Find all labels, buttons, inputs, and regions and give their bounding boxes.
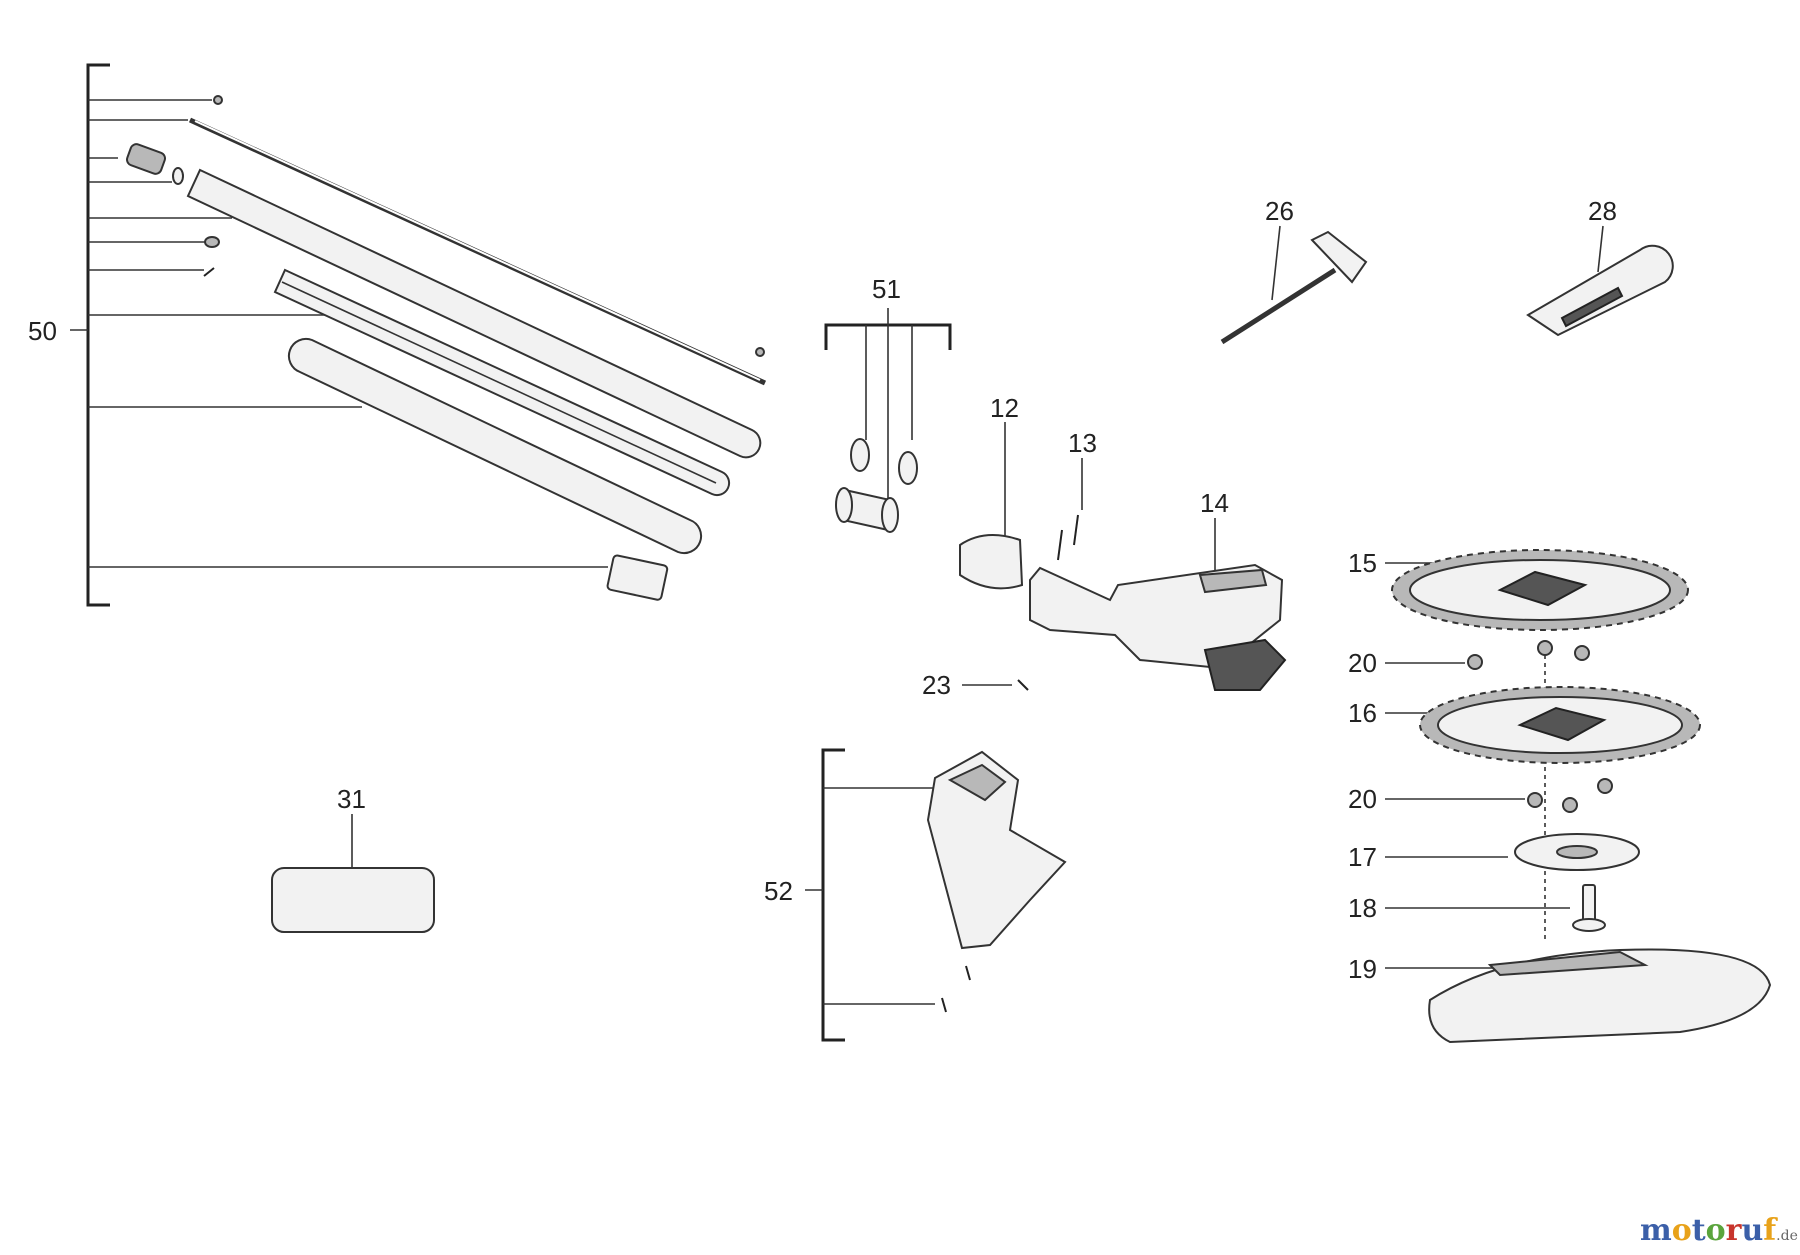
callout-14: 14 bbox=[1200, 488, 1229, 518]
callout-12: 12 bbox=[990, 393, 1019, 423]
callout-16: 16 bbox=[1348, 698, 1377, 728]
blade-stack: 15 20 16 20 17 18 19 bbox=[1348, 548, 1772, 1044]
blade-screw-part bbox=[1574, 645, 1590, 661]
nut-part bbox=[204, 236, 220, 248]
group-52: 52 bbox=[764, 748, 1067, 1042]
oring-part bbox=[898, 451, 918, 485]
screw-part bbox=[1057, 529, 1063, 561]
part-26: 26 bbox=[1220, 196, 1368, 345]
part-28: 28 bbox=[1526, 196, 1674, 337]
clamp-sleeve-part bbox=[959, 534, 1024, 590]
callout-20b: 20 bbox=[1348, 784, 1377, 814]
callout-51: 51 bbox=[872, 274, 901, 304]
callout-18: 18 bbox=[1348, 893, 1377, 923]
screw-part bbox=[965, 965, 971, 981]
watermark-letter: t bbox=[1692, 1213, 1706, 1248]
tag-part bbox=[1526, 244, 1674, 337]
screw-part bbox=[1073, 514, 1079, 546]
gear-head-assembly: 12 13 14 23 bbox=[922, 393, 1287, 700]
inner-tube-part bbox=[273, 268, 731, 497]
coupler-part bbox=[126, 143, 166, 175]
watermark-letter: u bbox=[1741, 1213, 1763, 1248]
watermark-logo: motoruf.de bbox=[1640, 1213, 1798, 1248]
knob-part bbox=[1203, 638, 1287, 691]
watermark-letter: r bbox=[1726, 1213, 1743, 1248]
hex-key-handle bbox=[1310, 230, 1368, 284]
hex-key-part bbox=[1220, 267, 1337, 345]
group-50: 50 bbox=[28, 63, 767, 607]
part-31: 31 bbox=[271, 784, 435, 933]
watermark-suffix: .de bbox=[1776, 1228, 1798, 1244]
oring-part bbox=[172, 167, 184, 185]
group-51: 51 bbox=[824, 274, 952, 533]
oring-part bbox=[850, 438, 870, 472]
tube-sleeve-part bbox=[287, 337, 703, 555]
watermark-letter: m bbox=[1640, 1213, 1672, 1248]
blade-screw-part bbox=[1562, 797, 1578, 813]
callout-52: 52 bbox=[764, 876, 793, 906]
blade-screw-part bbox=[1537, 640, 1553, 656]
callout-17: 17 bbox=[1348, 842, 1377, 872]
label-31-part bbox=[271, 867, 435, 933]
callout-15: 15 bbox=[1348, 548, 1377, 578]
watermark-letter: f bbox=[1763, 1213, 1778, 1248]
clip-part bbox=[213, 95, 223, 105]
callout-50: 50 bbox=[28, 316, 57, 346]
callout-31: 31 bbox=[337, 784, 366, 814]
callout-28: 28 bbox=[1588, 196, 1617, 226]
callout-23: 23 bbox=[922, 670, 951, 700]
blade-screw-part bbox=[1527, 792, 1543, 808]
label-part bbox=[606, 554, 669, 601]
screw-part bbox=[941, 997, 947, 1013]
bracket-52 bbox=[821, 748, 845, 1042]
blade-screw-part bbox=[1467, 654, 1483, 670]
callout-13: 13 bbox=[1068, 428, 1097, 458]
callout-19: 19 bbox=[1348, 954, 1377, 984]
blade-screw-part bbox=[1597, 778, 1613, 794]
screw-23-part bbox=[1017, 679, 1029, 691]
small-screw-part bbox=[203, 267, 215, 277]
outer-tube-part bbox=[186, 168, 762, 459]
callout-20a: 20 bbox=[1348, 648, 1377, 678]
watermark-letter: o bbox=[1672, 1213, 1692, 1248]
bracket-50 bbox=[86, 63, 110, 607]
callout-26: 26 bbox=[1265, 196, 1294, 226]
guard-part bbox=[926, 750, 1067, 950]
watermark-letter: o bbox=[1706, 1213, 1726, 1248]
